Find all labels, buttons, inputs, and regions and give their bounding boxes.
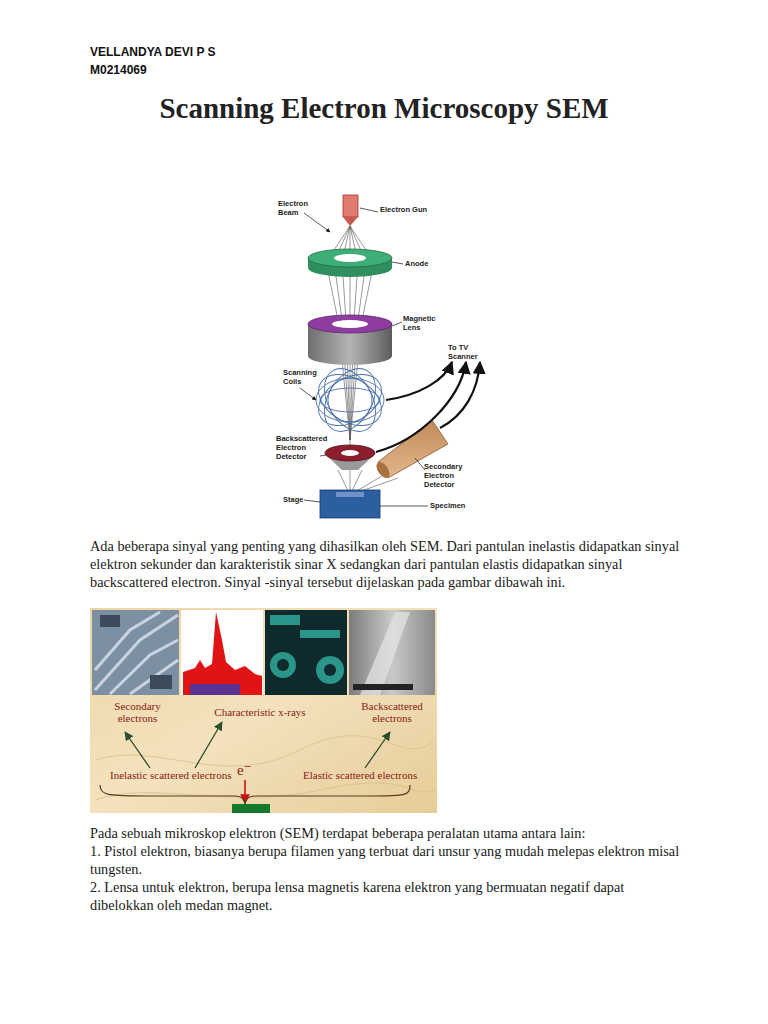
part-label: To TV Scanner [448, 343, 493, 361]
list-item: 1. Pistol elektron, biasanya berupa fila… [90, 842, 688, 878]
part-label: Stage [283, 495, 323, 504]
part-label: Secondary Electron Detector [424, 462, 476, 489]
body-paragraph: Pada sebuah mikroskop elektron (SEM) ter… [90, 824, 688, 842]
signals-figure [90, 608, 437, 813]
body-paragraph: Ada beberapa sinyal yang penting yang di… [90, 537, 688, 591]
signal-label: Backscattered electrons [352, 700, 432, 724]
student-id: M0214069 [90, 63, 390, 77]
part-label: Electron Gun [380, 205, 460, 214]
list-item: 2. Lensa untuk elektron, berupa lensa ma… [90, 878, 688, 914]
part-label: Magnetic Lens [403, 314, 443, 332]
part-label: Specimen [430, 501, 490, 510]
part-label: Anode [405, 259, 465, 268]
signal-label: Inelastic scattered electrons [110, 769, 270, 781]
part-label: Electron Beam [278, 199, 316, 217]
part-label: Scanning Coils [283, 368, 328, 386]
signal-label: Characteristic x-rays [195, 706, 325, 718]
page-title: Scanning Electron Microscopy SEM [100, 92, 668, 125]
signal-label: Elastic scattered electrons [303, 769, 443, 781]
beam-symbol: e⁻ [237, 761, 257, 779]
part-label: Backscattered Electron Detector [276, 434, 328, 461]
author-name: VELLANDYA DEVI P S [90, 45, 390, 59]
signal-label: Secondary electrons [100, 700, 175, 724]
